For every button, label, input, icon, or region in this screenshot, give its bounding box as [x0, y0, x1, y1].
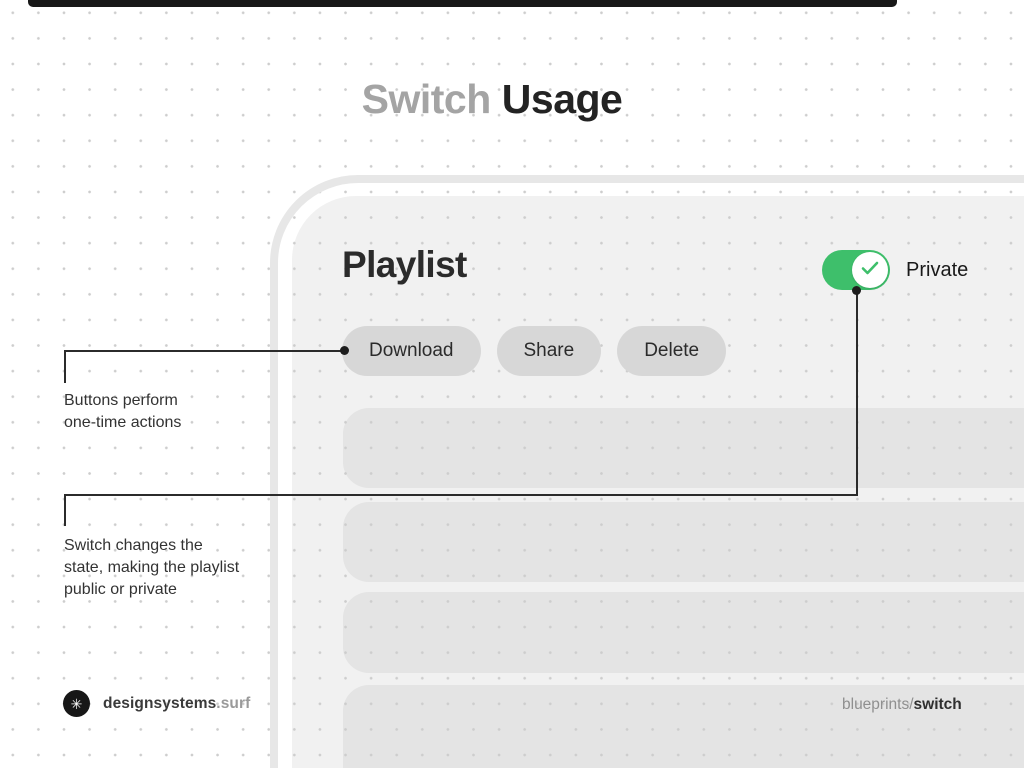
page-title-strong: Usage [501, 76, 623, 122]
download-button[interactable]: Download [342, 326, 481, 376]
switch-annotation-line: Switch changes the [64, 537, 203, 554]
placeholder-row [343, 502, 1024, 582]
page-title: Switch Usage [0, 76, 1004, 123]
action-button-row: Download Share Delete [342, 326, 727, 376]
share-button[interactable]: Share [496, 326, 602, 376]
buttons-connector-tick [64, 350, 66, 383]
switch-state-label: Private [906, 259, 969, 281]
footer-brand[interactable]: ✳ designsystems.surf [63, 690, 250, 717]
buttons-annotation: Buttons perform one-time actions [64, 390, 181, 434]
breadcrumb-prefix: blueprints/ [842, 696, 914, 713]
buttons-annotation-line: one-time actions [64, 414, 182, 431]
asterisk-burst-icon: ✳ [63, 690, 90, 717]
placeholder-row [343, 592, 1024, 673]
switch-connector-line-horizontal [64, 494, 858, 496]
buttons-annotation-line: Buttons perform [64, 392, 178, 409]
switch-connector-dot [852, 286, 861, 295]
breadcrumb: blueprints/switch [842, 696, 962, 714]
switch-annotation-line: public or private [64, 581, 177, 598]
switch-connector-tick [64, 494, 66, 526]
switch-annotation: Switch changes the state, making the pla… [64, 535, 239, 601]
switch-annotation-line: state, making the playlist [64, 559, 240, 576]
footer-brand-name: designsystems [103, 694, 217, 712]
placeholder-row [343, 408, 1024, 488]
card-outline-ring [270, 175, 1024, 768]
switch-thumb[interactable] [852, 252, 888, 288]
switch-connector-line-vertical [856, 291, 858, 496]
footer-brand-suffix: .surf [216, 694, 251, 712]
top-accent-bar [28, 0, 897, 7]
check-icon [861, 261, 879, 280]
breadcrumb-current: switch [913, 696, 962, 713]
buttons-connector-dot [340, 346, 349, 355]
playlist-heading: Playlist [342, 244, 467, 285]
placeholder-row [343, 685, 1024, 768]
buttons-connector-line [64, 350, 345, 352]
delete-button[interactable]: Delete [617, 326, 727, 376]
footer-brand-text: designsystems.surf [103, 695, 250, 713]
page-title-muted: Switch [361, 76, 492, 122]
